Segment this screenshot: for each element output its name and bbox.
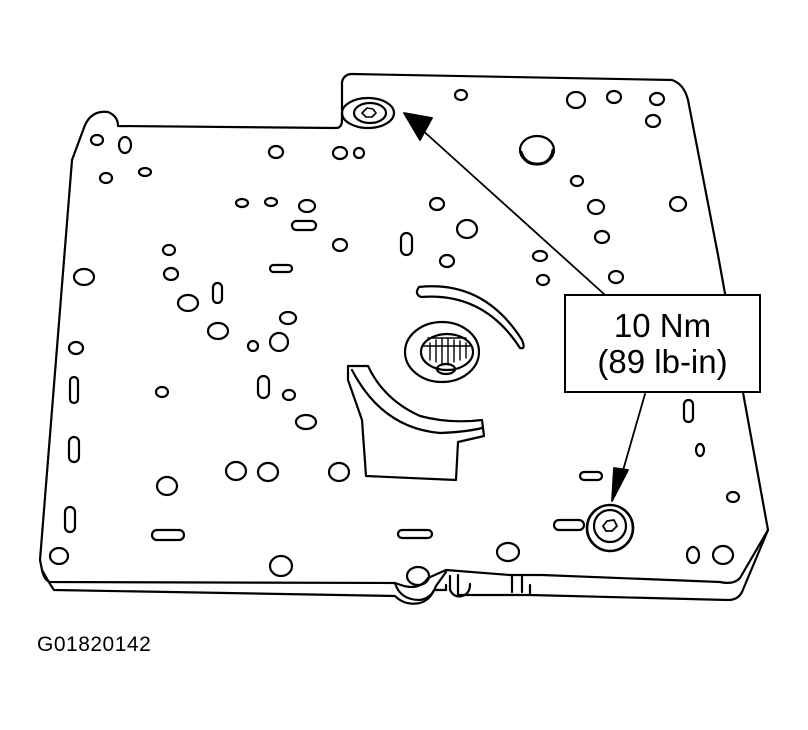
stud (518, 134, 556, 166)
arc-slot-lower-tab (346, 364, 486, 482)
leader-arrows (403, 112, 646, 502)
plate-edge (40, 528, 770, 605)
torque-value-metric: 10 Nm (613, 306, 712, 344)
arc-slot-upper (415, 285, 525, 350)
torque-spec-callout: 10 Nm (89 lb-in) (564, 294, 761, 393)
plate-outline (38, 72, 770, 589)
lower-right-bolt (585, 503, 635, 553)
figure-id: G01820142 (37, 633, 152, 656)
torque-value-imperial: (89 lb-in) (597, 342, 728, 380)
upper-left-bolt (340, 96, 396, 130)
holes (48, 88, 741, 587)
central-bore (403, 320, 481, 384)
